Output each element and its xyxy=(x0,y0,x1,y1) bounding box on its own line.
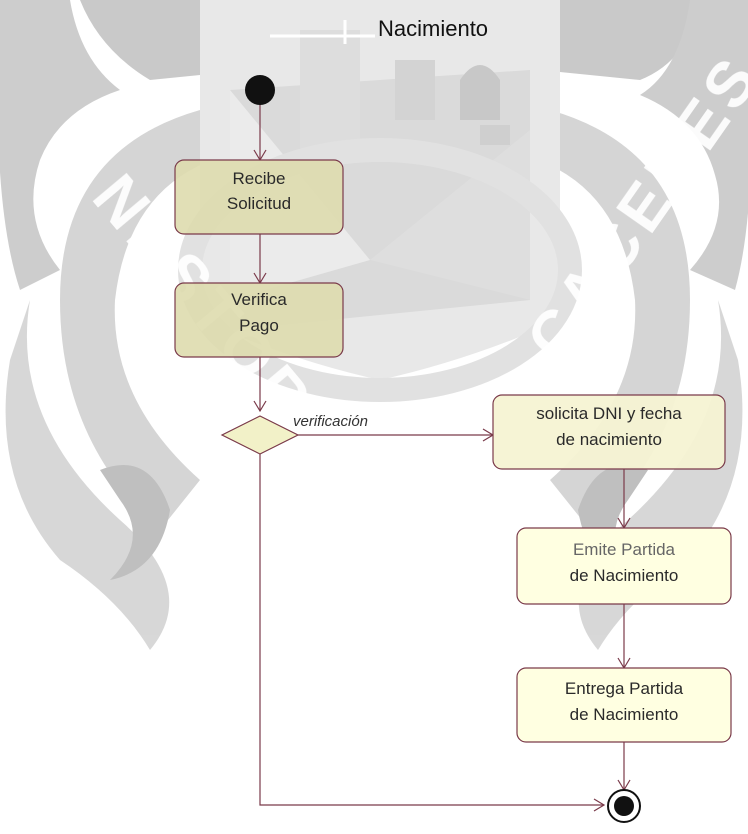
guard-label: verificación xyxy=(293,413,368,430)
activity-label-line2: Solicitud xyxy=(227,194,291,213)
activity-verifica-pago: Verifica Pago xyxy=(174,282,344,358)
flow-edges xyxy=(253,104,631,812)
activity-label-line2: de Nacimiento xyxy=(570,705,679,724)
activity-label-line1: Recibe xyxy=(233,169,286,188)
activity-label-line1: Emite Partida xyxy=(573,540,676,559)
activity-label-line2: Pago xyxy=(239,316,279,335)
edge-decision-end xyxy=(259,454,606,812)
activity-label-line2: de nacimiento xyxy=(556,430,662,449)
final-node xyxy=(607,789,641,823)
activity-emite-partida: Emite Partida de Nacimiento xyxy=(516,527,732,605)
initial-node xyxy=(245,75,275,105)
activity-label-line1: solicita DNI y fecha xyxy=(536,404,682,423)
decision-node xyxy=(220,415,300,455)
activity-label-line1: Verifica xyxy=(231,290,287,309)
activity-label-line2: de Nacimiento xyxy=(570,566,679,585)
activity-recibe-solicitud: Recibe Solicitud xyxy=(174,159,344,235)
activity-entrega-partida: Entrega Partida de Nacimiento xyxy=(516,667,732,743)
diagram-title-group: Nacimiento xyxy=(270,16,488,44)
activity-solicita-dni: solicita DNI y fecha de nacimiento xyxy=(492,394,726,470)
diagram-title: Nacimiento xyxy=(378,16,488,41)
activity-label-line1: Entrega Partida xyxy=(565,679,684,698)
